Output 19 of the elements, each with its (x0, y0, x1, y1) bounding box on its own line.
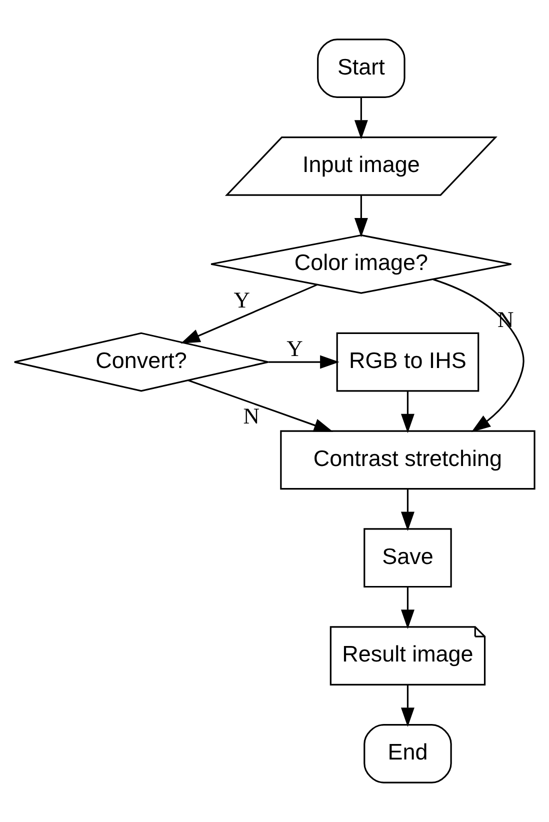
arrow (433, 278, 524, 432)
arrow (400, 684, 414, 727)
arrow (400, 488, 414, 532)
node-box: End (364, 724, 452, 784)
node-box: Start (317, 38, 406, 98)
arrow (354, 97, 368, 140)
arrow (180, 284, 318, 344)
node-box: Save (364, 528, 452, 588)
arrow (354, 195, 368, 238)
edge-label: Y (286, 336, 303, 361)
arrow (400, 586, 414, 629)
node-diamond: Color image? (210, 234, 512, 294)
edge-label: N (243, 404, 260, 429)
node-diamond: Convert? (14, 332, 269, 392)
arrow (400, 391, 414, 434)
node-box: RGB to IHS (336, 332, 480, 392)
node-box: Contrast stretching (280, 430, 536, 490)
arrow (268, 355, 340, 369)
arrow (188, 380, 334, 432)
